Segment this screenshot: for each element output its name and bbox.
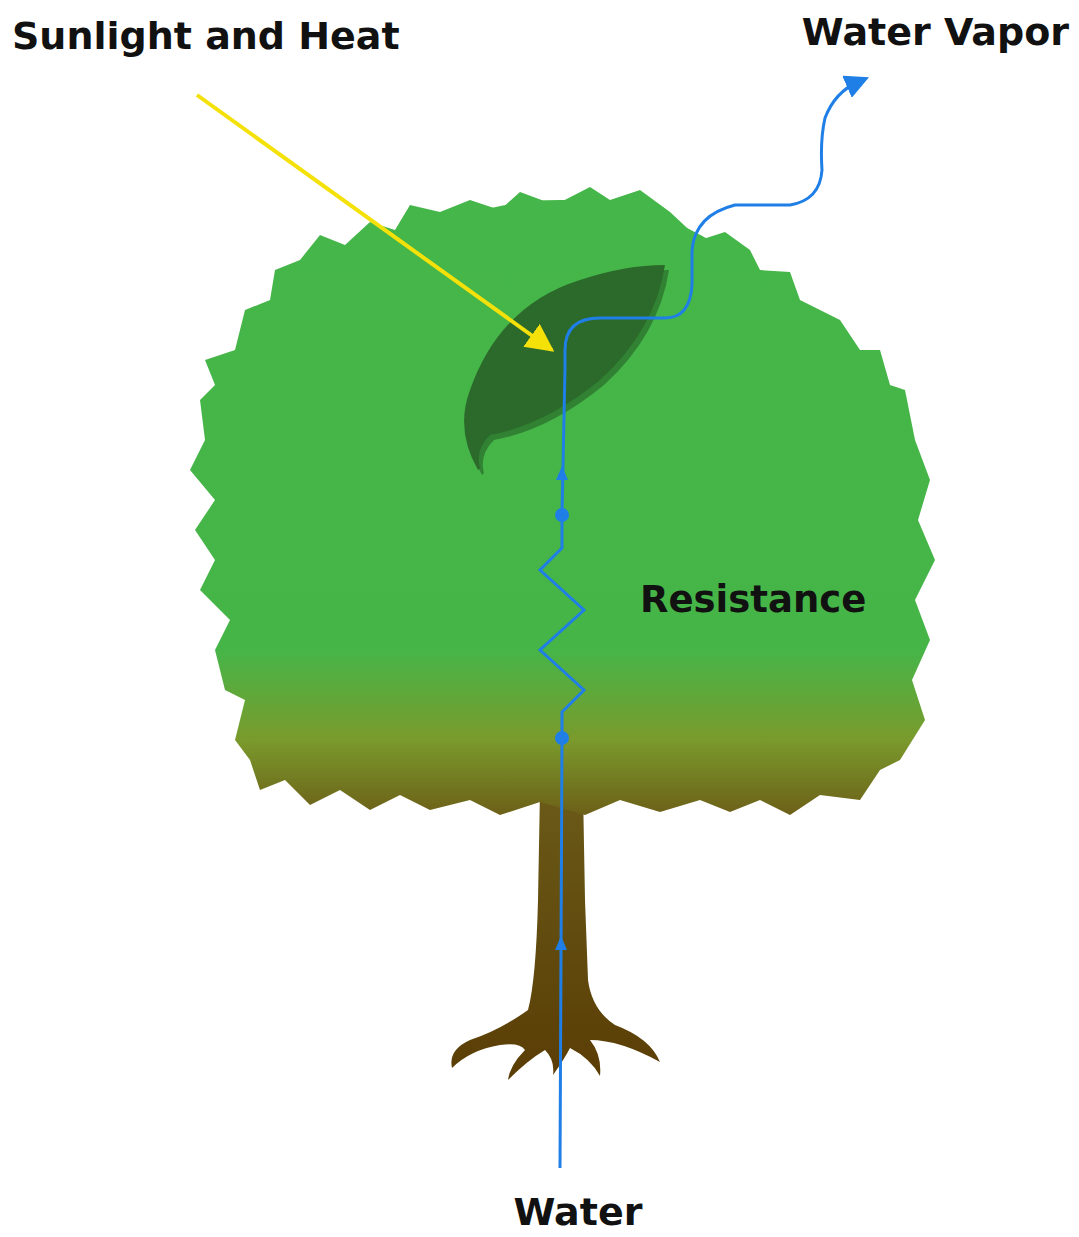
leaf [464,265,669,475]
sunlight-label: Sunlight and Heat [12,16,400,58]
resistor-terminals [555,508,569,745]
vapor-label: Water Vapor [802,12,1069,54]
water-path [540,82,858,1168]
resistance-label: Resistance [640,580,866,621]
water-label: Water [514,1192,643,1234]
sunlight-arrow [197,95,552,350]
tree-canopy [190,187,935,815]
water-flow-arrowheads [555,466,568,950]
tree-trunk [451,790,660,1080]
